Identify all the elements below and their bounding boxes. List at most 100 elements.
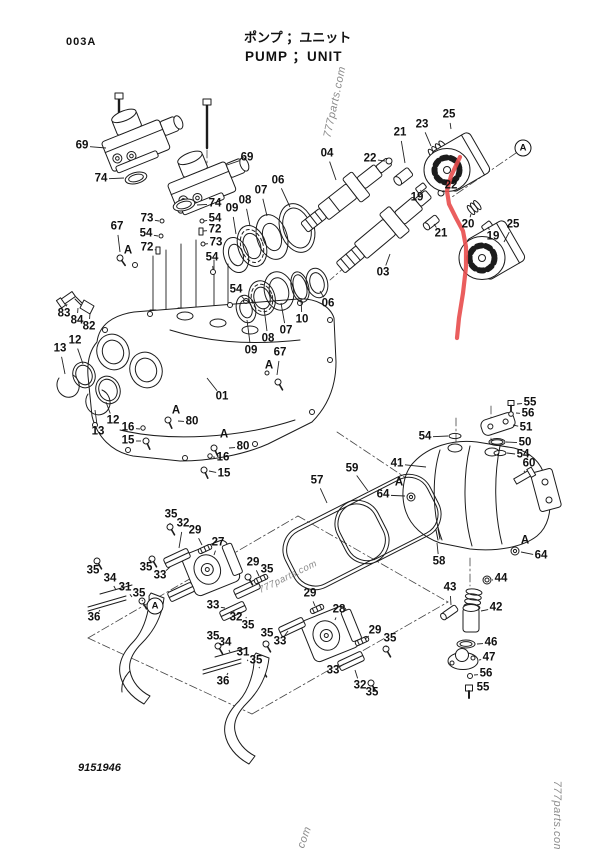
- part-callout-47: 47: [482, 651, 496, 664]
- part-callout-55: 55: [476, 681, 490, 694]
- part-callout-28: 28: [332, 603, 346, 616]
- part-callout-20: 20: [461, 218, 475, 231]
- part-callout-67: 67: [273, 346, 287, 359]
- part-callout-34: 34: [218, 636, 232, 649]
- part-callout-07: 07: [279, 324, 293, 337]
- leader-lines: [61, 122, 534, 686]
- part-callout-16: 16: [216, 451, 230, 464]
- part-callout-46: 46: [484, 636, 498, 649]
- part-callout-64: 64: [534, 549, 548, 562]
- part-callout-33: 33: [326, 664, 340, 677]
- part-callout-60: 60: [522, 457, 536, 470]
- bearing-set-lower: [235, 267, 329, 376]
- part-callout-21: 21: [393, 126, 407, 139]
- part-callout-83: 83: [57, 307, 71, 320]
- part-callout-35: 35: [260, 563, 274, 576]
- part-callout-73: 73: [209, 236, 223, 249]
- part-callout-06: 06: [271, 174, 285, 187]
- part-callout-35: 35: [206, 630, 220, 643]
- part-callout-12: 12: [68, 334, 82, 347]
- part-callout-35: 35: [241, 619, 255, 632]
- part-callout-A: A: [123, 244, 133, 257]
- part-callout-09: 09: [225, 202, 239, 215]
- page-title-japanese: ポンプ ；ユニット: [244, 30, 352, 45]
- coupler-parts: [385, 140, 493, 232]
- part-callout-36: 36: [216, 675, 230, 688]
- part-callout-74: 74: [94, 172, 108, 185]
- part-callout-29: 29: [368, 624, 382, 637]
- part-callout-32: 32: [176, 517, 190, 530]
- part-callout-32: 32: [229, 611, 243, 624]
- part-callout-41: 41: [390, 457, 404, 470]
- part-callout-13: 13: [53, 342, 67, 355]
- part-callout-29: 29: [188, 524, 202, 537]
- part-callout-42: 42: [489, 601, 503, 614]
- part-callout-50: 50: [518, 436, 532, 449]
- pump-housing: [87, 298, 337, 462]
- part-callout-23: 23: [415, 118, 429, 131]
- part-callout-03: 03: [376, 266, 390, 279]
- watermark: 777parts.com: [278, 825, 314, 849]
- part-callout-58: 58: [432, 555, 446, 568]
- document-number: 9151946: [78, 762, 121, 774]
- part-callout-54: 54: [205, 251, 219, 264]
- gear-pump-27: [181, 539, 243, 597]
- page-code: 003A: [66, 36, 97, 48]
- part-callout-34: 34: [103, 572, 117, 585]
- part-callout-35: 35: [86, 564, 100, 577]
- part-callout-08: 08: [238, 194, 252, 207]
- part-callout-54: 54: [418, 430, 432, 443]
- part-callout-69: 69: [75, 139, 89, 152]
- view-marker-a: A: [146, 597, 164, 615]
- part-callout-56: 56: [521, 407, 535, 420]
- part-callout-A: A: [520, 534, 530, 547]
- part-callout-32: 32: [353, 679, 367, 692]
- part-callout-35: 35: [132, 587, 146, 600]
- part-callout-19: 19: [486, 230, 500, 243]
- part-callout-74: 74: [208, 197, 222, 210]
- part-callout-35: 35: [139, 561, 153, 574]
- part-callout-33: 33: [153, 569, 167, 582]
- part-callout-80: 80: [185, 415, 199, 428]
- part-callout-64: 64: [376, 488, 390, 501]
- part-callout-07: 07: [254, 184, 268, 197]
- part-callout-09: 09: [244, 344, 258, 357]
- part-callout-80: 80: [236, 440, 250, 453]
- part-callout-19: 19: [410, 191, 424, 204]
- part-callout-43: 43: [443, 581, 457, 594]
- part-callout-35: 35: [164, 508, 178, 521]
- shaft-04: [300, 157, 392, 233]
- part-callout-73: 73: [140, 212, 154, 225]
- part-callout-35: 35: [383, 632, 397, 645]
- part-callout-54: 54: [139, 227, 153, 240]
- part-callout-27: 27: [211, 536, 225, 549]
- red-marker-annotation: [444, 154, 469, 341]
- part-callout-59: 59: [345, 462, 359, 475]
- part-callout-54: 54: [208, 212, 222, 225]
- part-callout-A: A: [219, 428, 229, 441]
- part-callout-04: 04: [320, 147, 334, 160]
- part-callout-67: 67: [110, 220, 124, 233]
- part-callout-57: 57: [310, 474, 324, 487]
- housing-bolts: [140, 415, 222, 481]
- regulator-assemblies: [92, 91, 258, 218]
- part-callout-A: A: [394, 476, 404, 489]
- seal-rings: [56, 361, 121, 416]
- part-callout-54: 54: [229, 283, 243, 296]
- part-callout-82: 82: [82, 320, 96, 333]
- part-callout-22: 22: [444, 179, 458, 192]
- part-callout-72: 72: [208, 223, 222, 236]
- part-callout-15: 15: [217, 467, 231, 480]
- watermark: 777parts.com: [321, 65, 349, 139]
- regulator-small-parts: [115, 218, 216, 275]
- part-callout-72: 72: [140, 241, 154, 254]
- part-callout-56: 56: [479, 667, 493, 680]
- part-callout-10: 10: [295, 313, 309, 326]
- stopper-parts: [55, 291, 95, 315]
- part-callout-12: 12: [106, 414, 120, 427]
- part-callout-A: A: [264, 359, 274, 372]
- part-callout-08: 08: [261, 332, 275, 345]
